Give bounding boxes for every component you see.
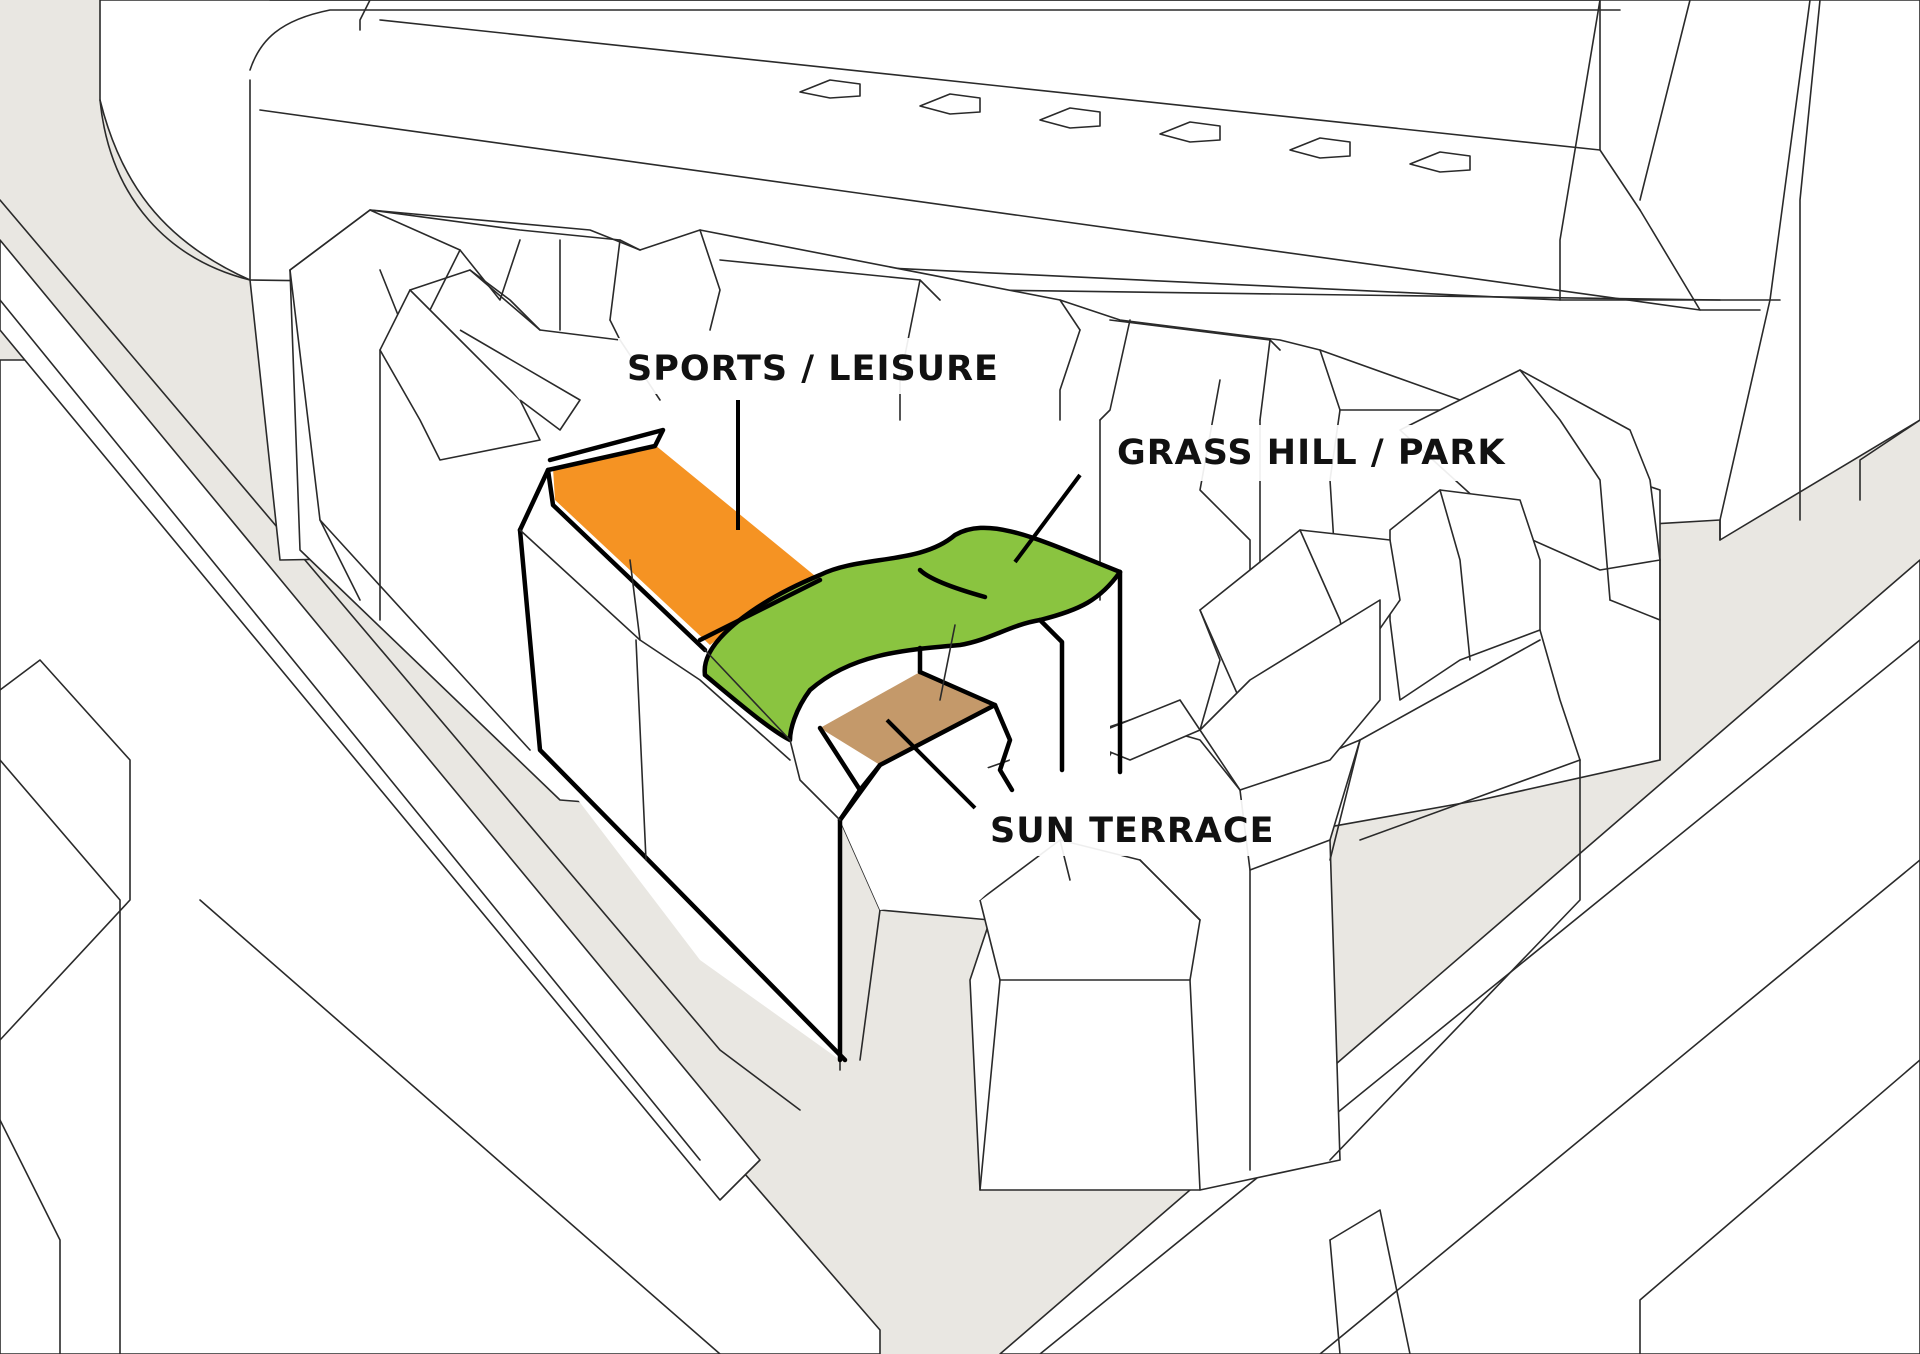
leader-lines bbox=[736, 400, 1082, 810]
sun-terrace-roof bbox=[820, 672, 995, 765]
block-southwest bbox=[0, 199, 881, 1354]
label-halo-sports bbox=[618, 338, 978, 394]
label-halo-grass bbox=[1108, 425, 1474, 481]
leader-line-grass bbox=[1013, 473, 1082, 564]
leader-line-sun bbox=[885, 718, 977, 810]
label-grass-hill-park: GRASS HILL / PARK bbox=[1117, 433, 1506, 473]
label-sports-leisure: SPORTS / LEISURE bbox=[627, 349, 999, 389]
label-halo-sun bbox=[984, 800, 1252, 856]
label-sun-terrace: SUN TERRACE bbox=[990, 811, 1274, 851]
roof-vents bbox=[799, 79, 1471, 173]
proposal-detail-lines bbox=[519, 529, 956, 861]
sports-leisure-roof bbox=[553, 445, 820, 645]
proposal-volume bbox=[517, 420, 1123, 1063]
